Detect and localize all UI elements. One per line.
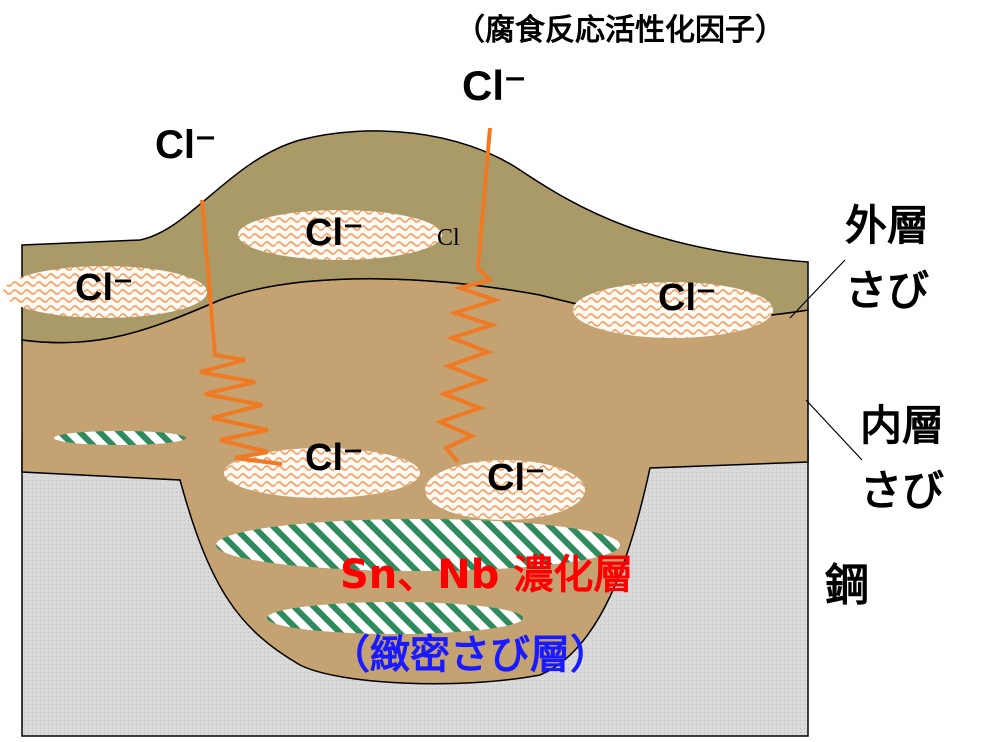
chloride-small-label: Cl (437, 225, 460, 251)
chloride-label-inner-left: Cl⁻ (305, 437, 363, 479)
chloride-path-right (434, 127, 502, 464)
chloride-label-top-right: Cl⁻ (462, 62, 526, 109)
annotation-activating-factor: （腐食反応活性化因子） (455, 13, 785, 48)
chloride-label-outer-left: Cl⁻ (75, 267, 133, 309)
inner-rust-leader-line (805, 399, 863, 461)
chloride-label-outer-center: Cl⁻ (305, 212, 363, 254)
dense-rust-layer-label: （緻密さび層） (330, 632, 610, 678)
chloride-label-outer-right: Cl⁻ (658, 277, 716, 319)
outer-rust-label-line2: さび (845, 266, 929, 315)
chloride-pocket-outer-center (238, 210, 442, 260)
outer-rust-label-line1: 外層 (845, 201, 929, 250)
dense-layer-thin (54, 431, 186, 445)
outer-rust-leader-line (789, 259, 846, 319)
chloride-label-inner-right: Cl⁻ (487, 457, 545, 499)
dense-layer-upper (216, 519, 620, 571)
dense-layer-lower (267, 602, 523, 634)
chloride-pocket-outer-left (3, 266, 207, 318)
chloride-pocket-outer-right (573, 282, 773, 338)
inner-rust-label-line1: 内層 (860, 401, 944, 450)
steel-label: 鋼 (825, 560, 869, 611)
inner-rust-label-line2: さび (860, 466, 944, 515)
chloride-path-left (199, 199, 283, 466)
concentrated-layer-label: Sn、Nb 濃化層 (340, 552, 633, 598)
chloride-pocket-inner-left (224, 448, 420, 498)
chloride-label-top-left: Cl⁻ (155, 123, 216, 167)
chloride-pocket-inner-right (425, 460, 585, 520)
